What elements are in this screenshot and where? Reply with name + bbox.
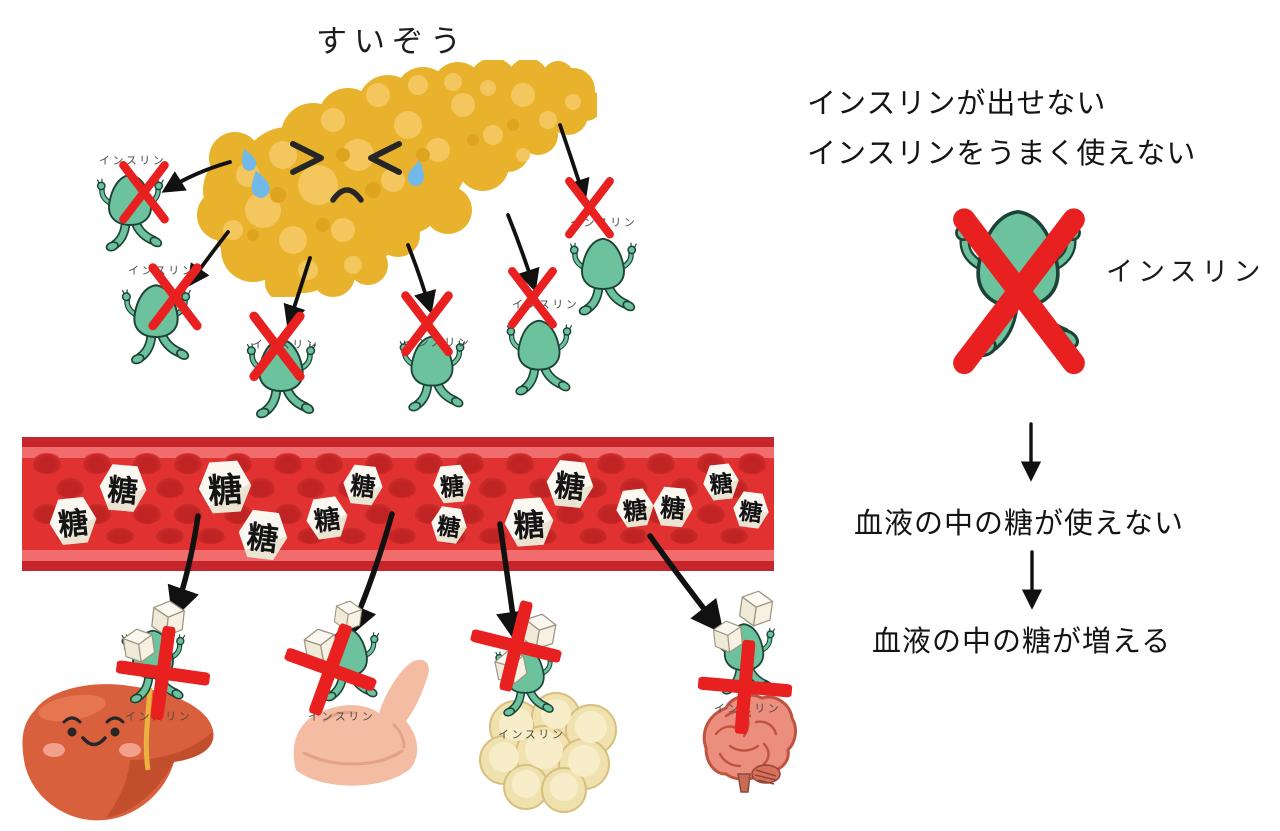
muscle-illustration xyxy=(293,659,429,786)
sugar-label: 糖 xyxy=(659,493,687,525)
insulin-character xyxy=(121,284,191,365)
sugar-label: 糖 xyxy=(439,472,466,502)
sugar-label: 糖 xyxy=(512,506,546,544)
sugar-label: 糖 xyxy=(245,518,281,558)
liver-face xyxy=(43,716,141,757)
red-blood-cell xyxy=(55,476,85,498)
red-blood-cell xyxy=(387,526,417,544)
sugar-label: 糖 xyxy=(206,470,244,511)
red-blood-cell xyxy=(32,452,62,474)
red-x-icon xyxy=(148,263,202,331)
red-blood-cell xyxy=(155,476,185,498)
red-x-icon xyxy=(249,311,305,382)
red-blood-cell xyxy=(414,452,444,474)
red-blood-cell xyxy=(478,526,508,544)
pancreas-body xyxy=(197,60,597,297)
red-x-icon xyxy=(953,208,1085,375)
red-blood-cell xyxy=(173,502,203,524)
tears-icon xyxy=(242,148,424,198)
insulin-label-large: インスリン xyxy=(1106,257,1266,287)
frown-mouth-icon xyxy=(330,187,364,203)
red-blood-cell xyxy=(273,452,303,474)
flow-step-1: 血液の中の糖が使えない xyxy=(854,508,1185,540)
red-blood-cell xyxy=(596,452,626,474)
insulin-label: インスリン xyxy=(498,729,566,741)
red-x-icon xyxy=(401,291,453,357)
red-blood-cell xyxy=(132,452,162,474)
sugar-label: 糖 xyxy=(435,512,462,542)
red-blood-cell xyxy=(387,476,417,498)
red-blood-cell xyxy=(314,452,344,474)
liver-illustration xyxy=(22,684,214,821)
red-blood-cell xyxy=(719,526,749,544)
red-blood-cell xyxy=(696,502,726,524)
red-x-icon xyxy=(119,161,169,224)
red-blood-cell xyxy=(669,526,699,544)
red-blood-cell xyxy=(505,452,535,474)
red-cross-icon xyxy=(469,599,563,693)
pancreas-face xyxy=(290,141,402,203)
closed-eye-right-icon xyxy=(368,141,402,175)
red-blood-cell xyxy=(296,476,326,498)
red-blood-cell xyxy=(646,452,676,474)
red-blood-cell xyxy=(578,526,608,544)
flow-step-2: 血液の中の糖が増える xyxy=(872,626,1172,658)
red-x-icon xyxy=(508,267,557,329)
sugar-label: 糖 xyxy=(56,506,91,543)
insulin-label: インスリン xyxy=(308,711,376,723)
pancreas-illustration xyxy=(197,60,597,297)
red-cross-icon xyxy=(283,622,378,717)
red-blood-cell xyxy=(364,502,394,524)
brain-stem xyxy=(737,764,781,793)
heading-line-2: インスリンをうまく使えない xyxy=(807,138,1197,170)
brain-illustration xyxy=(702,693,797,793)
red-x-icon xyxy=(565,177,614,239)
red-blood-cell xyxy=(246,476,276,498)
sugar-label: 糖 xyxy=(737,497,764,527)
page-title: すいぞう xyxy=(316,24,468,59)
red-blood-cell xyxy=(132,502,162,524)
sugar-label: 糖 xyxy=(621,496,649,526)
red-blood-cell xyxy=(105,526,135,544)
sugar-label: 糖 xyxy=(348,471,377,503)
red-cross-icon xyxy=(696,638,794,736)
sugar-label: 糖 xyxy=(106,473,140,510)
sugar-cube-icon xyxy=(738,590,774,627)
fat-cells-illustration xyxy=(479,692,617,813)
red-blood-cell xyxy=(82,452,112,474)
red-blood-cell xyxy=(155,526,185,544)
pancreas-bumps-dark xyxy=(247,119,519,241)
red-blood-cell xyxy=(196,526,226,544)
insulin-label: インスリン xyxy=(99,155,167,167)
red-blood-cell xyxy=(455,452,485,474)
muscle-shading xyxy=(302,710,406,766)
red-blood-cell xyxy=(737,452,767,474)
red-blood-cell xyxy=(619,526,649,544)
red-blood-cell xyxy=(173,452,203,474)
heading-line-1: インスリンが出せない xyxy=(807,88,1107,120)
insulin-character xyxy=(569,237,637,316)
bile-duct-line xyxy=(143,687,153,771)
red-blood-cell xyxy=(478,476,508,498)
closed-eye-left-icon xyxy=(290,141,324,175)
red-cross-icon xyxy=(114,624,212,722)
insulin-character xyxy=(506,319,572,396)
sugar-label: 糖 xyxy=(708,469,735,499)
sugar-label: 糖 xyxy=(552,469,587,506)
smile-mouth-icon xyxy=(81,736,107,747)
pancreas-bumps-light xyxy=(223,73,581,280)
sugar-label: 糖 xyxy=(312,502,343,537)
sugar-cube-icon xyxy=(122,628,156,663)
blood-vessel: 糖糖糖糖糖糖糖糖糖糖糖糖糖糖 xyxy=(22,437,774,571)
